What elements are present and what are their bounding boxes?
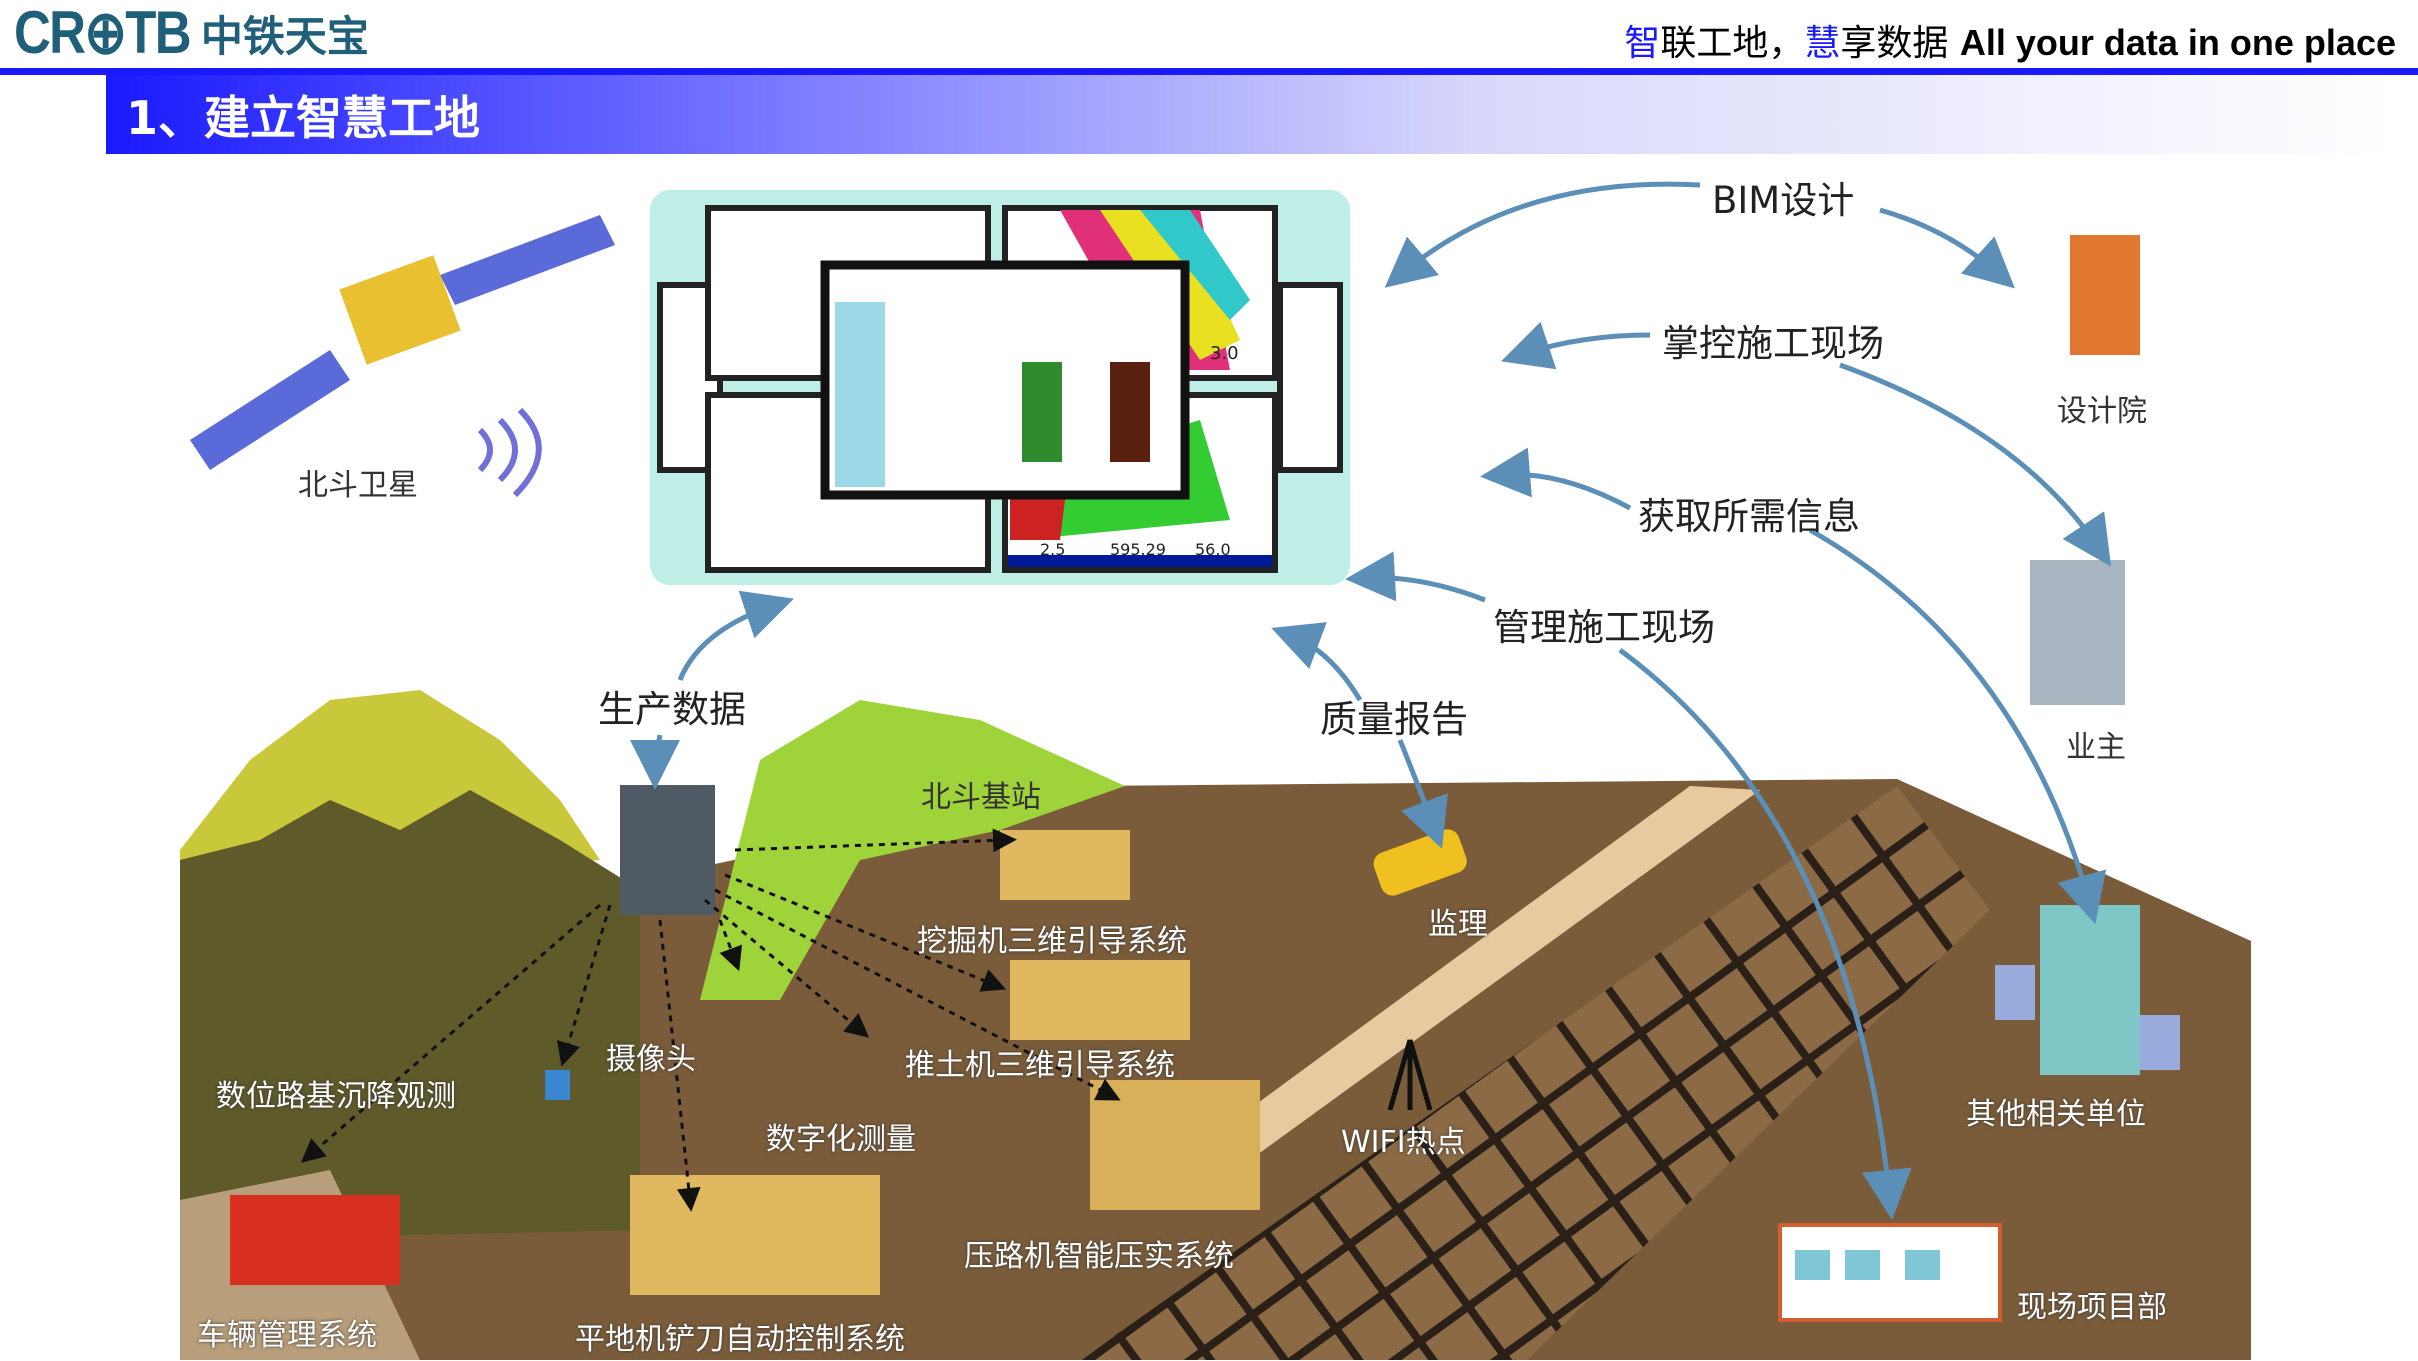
label-wifi-hotspot: WIFI热点	[1341, 1125, 1466, 1160]
title-band	[106, 75, 2396, 154]
software-screens	[650, 190, 1350, 585]
label-production-data: 生产数据	[598, 688, 746, 731]
label-supervision: 监理	[1428, 907, 1488, 942]
label-base-station: 北斗基站	[921, 780, 1041, 815]
label-excavator-system: 挖掘机三维引导系统	[917, 924, 1187, 959]
logo-mark: CR⊕TB	[14, 0, 192, 66]
label-settlement-observation: 数位路基沉降观测	[216, 1079, 456, 1114]
label-bim-design: BIM设计	[1712, 179, 1855, 222]
data-links	[300, 828, 1121, 1212]
label-quality-report: 质量报告	[1320, 698, 1468, 741]
flow-arrows	[630, 181, 2112, 1220]
label-site-office: 现场项目部	[2017, 1290, 2167, 1325]
label-grader-system: 平地机铲刀自动控制系统	[575, 1322, 905, 1357]
label-satellite: 北斗卫星	[298, 468, 418, 503]
label-get-info: 获取所需信息	[1638, 495, 1860, 538]
roller-image	[1090, 1080, 1260, 1210]
label-control-site: 掌控施工现场	[1662, 322, 1884, 365]
slogan-part-2: 享数据	[1840, 23, 1949, 64]
label-owner: 业主	[2066, 730, 2126, 765]
light-road	[1180, 786, 1760, 1160]
logo-company-name: 中铁天宝	[200, 11, 369, 61]
camera-image	[545, 1070, 570, 1100]
label-camera: 摄像头	[606, 1042, 696, 1077]
label-design-institute: 设计院	[2057, 394, 2147, 429]
screen-readout-4: 56.0	[1195, 540, 1231, 559]
label-other-units: 其他相关单位	[1966, 1097, 2146, 1132]
satellite-image	[190, 215, 615, 498]
bulldozer-image	[1010, 960, 1190, 1040]
grid-slope	[1080, 786, 1990, 1360]
label-manage-site: 管理施工现场	[1493, 606, 1715, 649]
wifi-tower-image	[1387, 1039, 1433, 1111]
slogan-highlight-2: 慧	[1804, 23, 1841, 64]
slogan-highlight-1: 智	[1624, 23, 1661, 64]
grader-image	[630, 1175, 880, 1295]
design-institute-image	[2070, 235, 2140, 355]
owner-building-image	[2030, 560, 2125, 705]
excavator-image	[1000, 830, 1130, 900]
truck-image	[230, 1195, 400, 1285]
label-roller-system: 压路机智能压实系统	[964, 1239, 1234, 1274]
header-divider	[0, 68, 2418, 75]
slogan: 智联工地，慧享数据 All your data in one place	[1624, 14, 2396, 66]
label-vehicle-management: 车辆管理系统	[197, 1318, 377, 1353]
site-office-image	[1778, 1223, 2002, 1322]
screen-readout-2: 2.5	[1040, 540, 1066, 559]
label-digital-survey: 数字化测量	[766, 1122, 916, 1157]
label-bulldozer-system: 推土机三维引导系统	[905, 1048, 1175, 1083]
page-title: 1、建立智慧工地	[126, 91, 481, 145]
slogan-part-1: 联工地，	[1660, 23, 1805, 64]
company-logo: CR⊕TB 中铁天宝	[14, 0, 369, 66]
screen-readout-1: 3.0	[1210, 343, 1239, 364]
slogan-english: All your data in one place	[1959, 22, 2396, 63]
left-mountain	[180, 790, 640, 1240]
other-units-image	[1995, 905, 2180, 1075]
server-image	[620, 785, 715, 915]
screen-readout-3: 595.29	[1110, 540, 1166, 559]
green-hill	[700, 700, 1125, 1000]
